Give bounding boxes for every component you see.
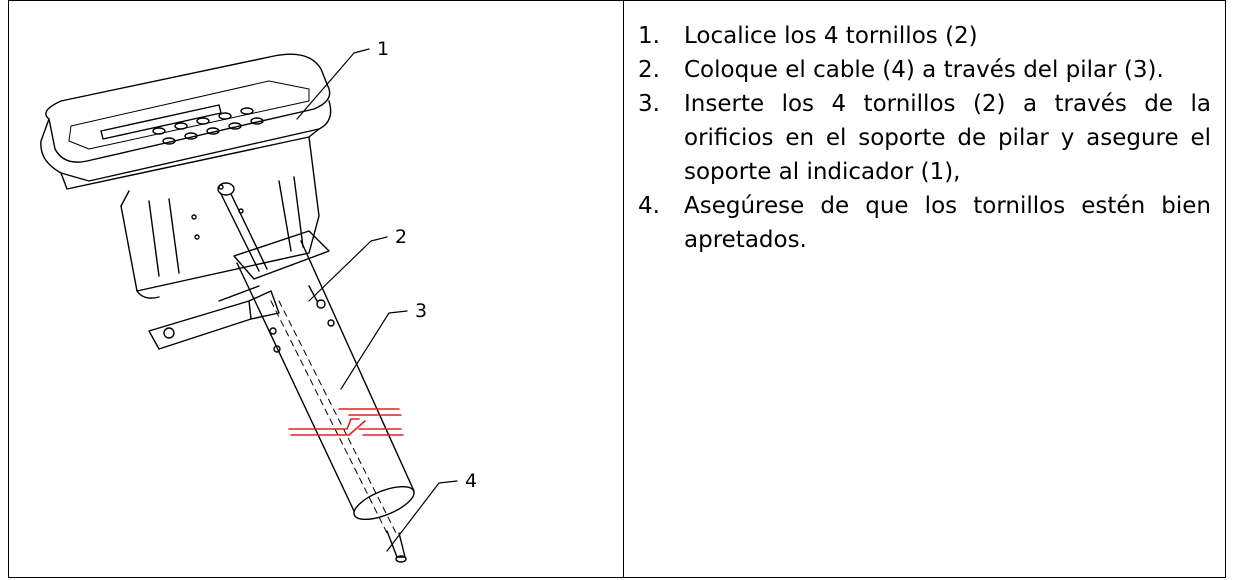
callout-1: 1: [377, 38, 389, 60]
instruction-table: 1 2 3 4 1. Localice los 4 tornillos (2) …: [8, 0, 1226, 578]
list-item: 3. Inserte los 4 tornillos (2) a través …: [638, 87, 1211, 189]
step-number: 3.: [638, 91, 660, 117]
assembly-figure-cell: 1 2 3 4: [9, 1, 624, 577]
callout-4: 4: [465, 470, 477, 492]
step-number: 2.: [638, 57, 660, 83]
list-item: 1. Localice los 4 tornillos (2): [638, 19, 1211, 53]
step-text: Coloque el cable (4) a través del pilar …: [684, 57, 1164, 83]
instruction-list: 1. Localice los 4 tornillos (2) 2. Coloq…: [638, 19, 1211, 257]
indicator-housing: [40, 53, 332, 299]
step-number: 1.: [638, 23, 660, 49]
step-number: 4.: [638, 193, 660, 219]
callout-3: 3: [415, 300, 427, 322]
pillar: [148, 230, 415, 521]
step-text: Asegúrese de que los tornillos estén bie…: [684, 193, 1211, 253]
leader-lines: [296, 48, 458, 552]
list-item: 2. Coloque el cable (4) a través del pil…: [638, 53, 1211, 87]
list-item: 4. Asegúrese de que los tornillos estén …: [638, 189, 1211, 257]
step-text: Localice los 4 tornillos (2): [684, 23, 978, 49]
break-mark: [288, 408, 404, 436]
assembly-drawing: 1 2 3 4: [40, 38, 477, 563]
instructions-cell: 1. Localice los 4 tornillos (2) 2. Coloq…: [624, 1, 1225, 577]
callout-2: 2: [395, 226, 407, 248]
cable: [217, 182, 407, 563]
step-text: Inserte los 4 tornillos (2) a través de …: [684, 91, 1211, 185]
